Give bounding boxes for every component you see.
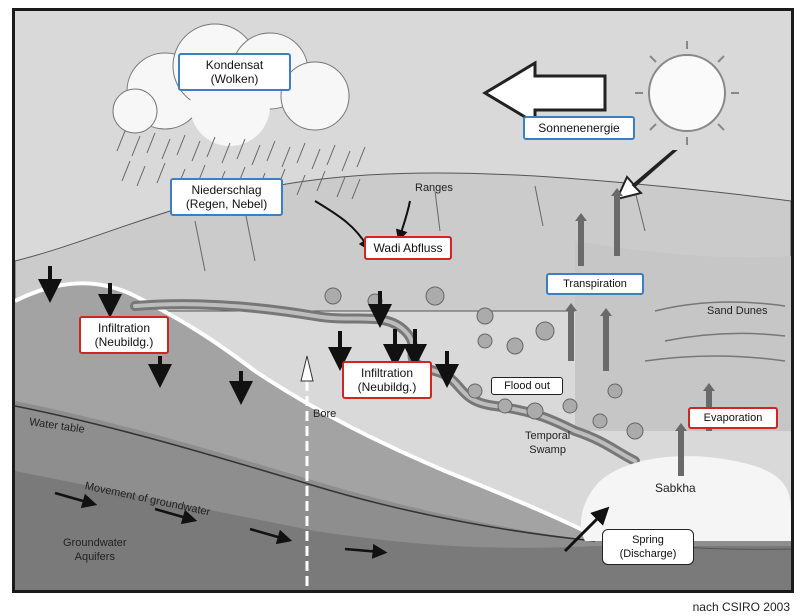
infiltration-arrows <box>38 266 459 405</box>
bore-well <box>300 355 314 590</box>
diagram-frame: Kondensat (Wolken) Sonnenenergie Nieders… <box>12 8 794 593</box>
label-groundwater-aquifers: Groundwater Aquifers <box>63 537 127 563</box>
label-ranges: Ranges <box>415 182 453 194</box>
sabkha-pan <box>580 456 791 541</box>
sand-dune-lines <box>644 301 786 362</box>
label-wadi-abfluss: Wadi Abfluss <box>364 236 452 260</box>
label-bore: Bore <box>313 408 337 420</box>
energy-transfer-arrow <box>482 60 607 126</box>
label-flood-out: Flood out <box>491 377 563 395</box>
label-kondensat: Kondensat (Wolken) <box>178 53 291 91</box>
label-niederschlag: Niederschlag (Regen, Nebel) <box>170 178 283 216</box>
label-spring: Spring (Discharge) <box>602 529 694 565</box>
label-sonnenenergie: Sonnenenergie <box>523 116 635 140</box>
label-infiltration-left: Infiltration (Neubildg.) <box>79 316 169 354</box>
ridge-lines <box>194 185 646 272</box>
groundwater-flow-arrows <box>54 491 388 559</box>
label-evaporation: Evaporation <box>688 407 778 429</box>
label-sabkha: Sabkha <box>655 481 696 495</box>
ground-surface-line <box>15 281 596 538</box>
label-temporal-swamp: Temporal Swamp <box>525 430 571 456</box>
water-table-line <box>15 405 596 542</box>
label-transpiration: Transpiration <box>546 273 644 295</box>
label-sand-dunes: Sand Dunes <box>707 305 768 317</box>
aquifer-layer <box>15 471 791 590</box>
solar-radiation-arrow <box>615 150 678 201</box>
source-credit: nach CSIRO 2003 <box>692 600 790 614</box>
water-cycle-scene <box>15 23 791 590</box>
label-infiltration-center: Infiltration (Neubildg.) <box>342 361 432 399</box>
runoff-arrows <box>314 200 411 252</box>
transpiration-plumes <box>565 188 715 476</box>
sun-icon <box>635 41 739 145</box>
spring-arrow <box>563 506 610 553</box>
